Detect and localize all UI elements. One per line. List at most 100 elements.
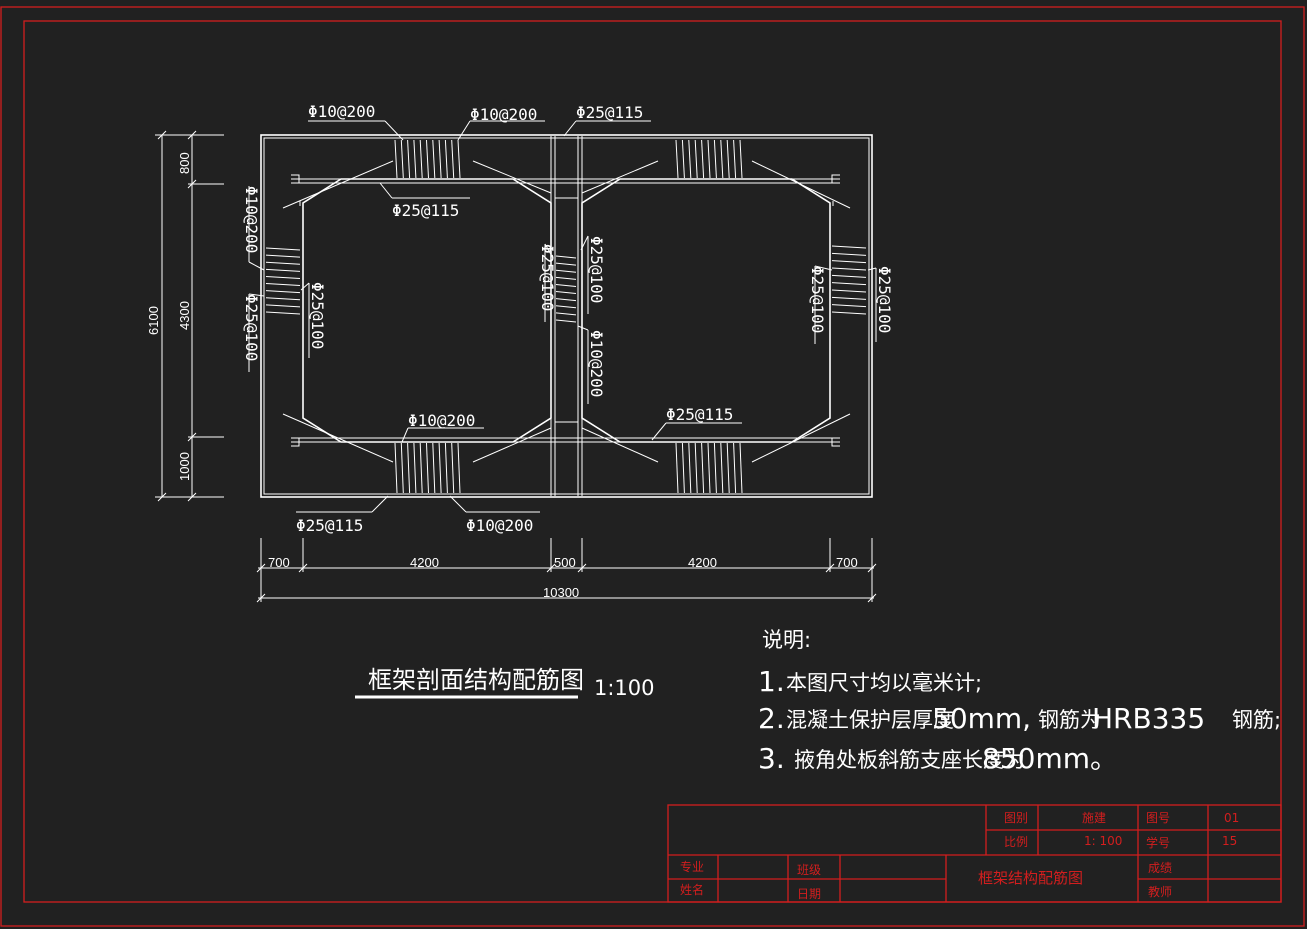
stirrup-line [555,305,577,309]
stirrup-line [701,442,705,494]
dim-total-height: 6100 [146,306,161,335]
stirrup-line [265,275,301,279]
stirrup-line [726,139,730,179]
dim-seg-4: 4200 [688,555,717,570]
tb-student-no-label: 学号 [1146,835,1170,850]
note-2-text-a: 混凝土保护层厚度 [786,708,954,732]
stirrup-line [407,139,411,179]
dim-seg-3: 500 [554,555,576,570]
label-bottom-stirrup: Φ10@200 [408,411,475,430]
stirrup-line [694,139,698,179]
stirrup-line [733,139,737,179]
stirrup-line [720,442,724,494]
stirrup-line [707,442,711,494]
stirrup-line [713,139,717,179]
label-bottom-inner: Φ25@115 [666,405,733,424]
label-left-wall-outer: Φ25@100 [242,294,261,361]
note-2-text-e: 钢筋; [1232,708,1281,732]
dim-seg-1: 700 [268,555,290,570]
stirrup-line [831,304,867,308]
note-3-text-b: 850mm。 [982,742,1118,775]
tb-major-label: 专业 [680,859,704,874]
stirrup-line [688,442,692,494]
note-2-text-b: 50mm, [932,702,1031,735]
drawing-scale: 1:100 [594,676,655,700]
dim-total-width: 10300 [543,585,579,600]
stirrup-line [265,254,301,258]
dim-bottom-slab: 1000 [177,452,192,481]
dim-seg-2: 4200 [410,555,439,570]
stirrup-line [726,442,730,494]
stirrup-line [407,442,411,494]
tb-date-label: 日期 [797,887,821,901]
stirrup-line [451,442,455,494]
horizontal-dimensions: 700 4200 500 4200 700 10300 [256,538,877,603]
stirrup-line [831,311,867,315]
vertical-dimensions: 6100 800 4300 1000 [146,130,224,502]
dim-mid-height: 4300 [177,301,192,330]
stirrup-line [432,139,436,179]
label-left-wall-inner: Φ25@100 [308,282,327,349]
stirrup-line [426,139,429,179]
notes: 说明: 1. 本图尺寸均以毫米计; 2. 混凝土保护层厚度 50mm, 钢筋为 … [758,628,1281,775]
stirrup-line [701,139,705,179]
stirrup-line [675,139,679,179]
drawing-title: 框架剖面结构配筋图 [368,666,584,694]
stirrup-line [438,139,442,179]
stirrup-line [265,290,301,294]
tb-grade-label: 成绩 [1148,861,1172,875]
stirrup-line [394,139,398,179]
note-3-number: 3. [758,742,785,775]
stirrup-line [555,276,577,280]
stirrup-line [555,319,577,323]
stirrup-line [831,282,867,286]
label-mid-wall-left: Φ25@100 [538,244,557,311]
note-3-text-a: 掖角处板斜筋支座长度为 [794,748,1025,772]
stirrup-line [419,139,423,179]
stirrup-line [444,139,448,179]
stirrup-line [707,139,711,179]
label-right-wall-outer: Φ25@100 [875,266,894,333]
stirrup-line [733,442,737,494]
stirrup-line [457,442,461,494]
stirrup-line [555,312,577,316]
frame-section [260,134,873,498]
stirrup-line [413,442,417,494]
label-top-mid: Φ25@115 [576,103,643,122]
note-1-text: 本图尺寸均以毫米计; [786,671,982,695]
stirrup-line [265,304,301,308]
stirrup-line [438,442,442,494]
stirrup-line [265,261,301,265]
tb-drawing-class-label: 图别 [1004,811,1028,825]
dim-seg-5: 700 [836,555,858,570]
stirrup-line [265,268,301,272]
stirrup-line [831,252,867,256]
stirrup-line [688,139,692,179]
stirrup-line [720,139,724,179]
stirrup-line [739,442,743,494]
outer-sheet-border [0,6,1305,927]
tb-name-label: 姓名 [680,882,704,897]
title-block: 图别 施建 图号 01 比例 1: 100 学号 15 专业 班级 姓名 日期 … [667,804,1282,903]
tb-teacher-label: 教师 [1148,884,1172,899]
stirrup-line [555,298,577,302]
stirrup-line [831,245,867,249]
stirrup-line [555,269,577,273]
stirrup-line [419,442,423,494]
label-left-wall-stirrup: Φ10@200 [242,186,261,253]
label-top-inner: Φ25@115 [392,201,459,220]
tb-class-label: 班级 [797,863,821,877]
stirrup-line [400,139,404,179]
label-bottom-outer: Φ25@115 [296,516,363,535]
stirrup-groups [265,139,867,494]
dim-top-slab: 800 [177,152,192,174]
stirrup-line [831,289,867,293]
frame-outer-rebar [263,137,870,495]
tb-drawing-no-value: 01 [1224,811,1239,825]
label-bottom-stirrup-2: Φ10@200 [466,516,533,535]
stirrup-line [413,139,417,179]
note-2-text-c: 钢筋为 [1038,708,1101,732]
note-1-number: 1. [758,665,785,698]
